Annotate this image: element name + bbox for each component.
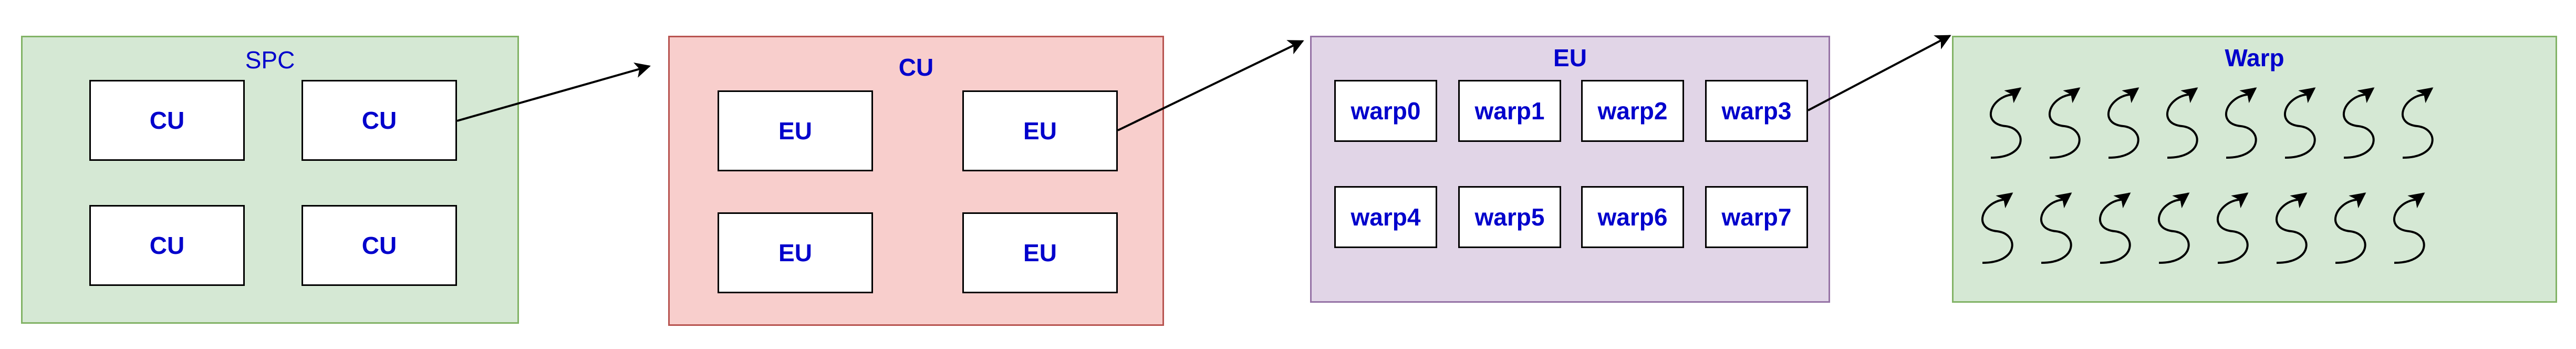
wavy-thread-arrow-icon (2342, 87, 2375, 159)
cu-panel-title: CU (898, 54, 934, 81)
wavy-thread-arrow-icon (2334, 192, 2366, 264)
wavy-thread-arrow-icon (2099, 192, 2131, 264)
thread-icons (1981, 87, 2434, 264)
eu-box: EU (718, 90, 873, 171)
wavy-thread-arrow-icon (2157, 192, 2190, 264)
warp6-box: warp6 (1581, 186, 1684, 248)
warp3-box: warp3 (1705, 80, 1808, 142)
warp2-box: warp2 (1581, 80, 1684, 142)
warp-panel-title: Warp (2225, 44, 2284, 71)
cu-box: CU (302, 80, 457, 161)
wavy-thread-arrow-icon (2166, 87, 2198, 159)
cu-box: CU (302, 205, 457, 286)
warp5-box: warp5 (1458, 186, 1561, 248)
eu-box: EU (962, 212, 1118, 293)
wavy-thread-arrow-icon (2393, 192, 2425, 264)
cu-box: CU (89, 80, 245, 161)
wavy-thread-arrow-icon (2283, 87, 2316, 159)
eu-box: EU (962, 90, 1118, 171)
wavy-thread-arrow-icon (2040, 192, 2072, 264)
wavy-thread-arrow-icon (2048, 87, 2081, 159)
wavy-thread-arrow-icon (2216, 192, 2249, 264)
wavy-thread-arrow-icon (1989, 87, 2022, 159)
eu-to-warp-arrow (1808, 35, 1951, 111)
cu-to-eu-arrow (1117, 40, 1304, 131)
wavy-thread-arrow-icon (2401, 87, 2434, 159)
wavy-thread-arrow-icon (2225, 87, 2257, 159)
spc-to-cu-arrow (456, 62, 651, 122)
eu-box: EU (718, 212, 873, 293)
warp1-box: warp1 (1458, 80, 1561, 142)
wavy-thread-arrow-icon (2275, 192, 2308, 264)
wavy-thread-arrow-icon (1981, 192, 2013, 264)
warp0-box: warp0 (1334, 80, 1437, 142)
eu-panel-title: EU (1553, 44, 1587, 71)
warp-panel: Warp (1952, 36, 2557, 303)
wavy-thread-arrow-icon (2107, 87, 2139, 159)
cu-box: CU (89, 205, 245, 286)
spc-panel-title: SPC (245, 46, 295, 74)
warp7-box: warp7 (1705, 186, 1808, 248)
warp4-box: warp4 (1334, 186, 1437, 248)
